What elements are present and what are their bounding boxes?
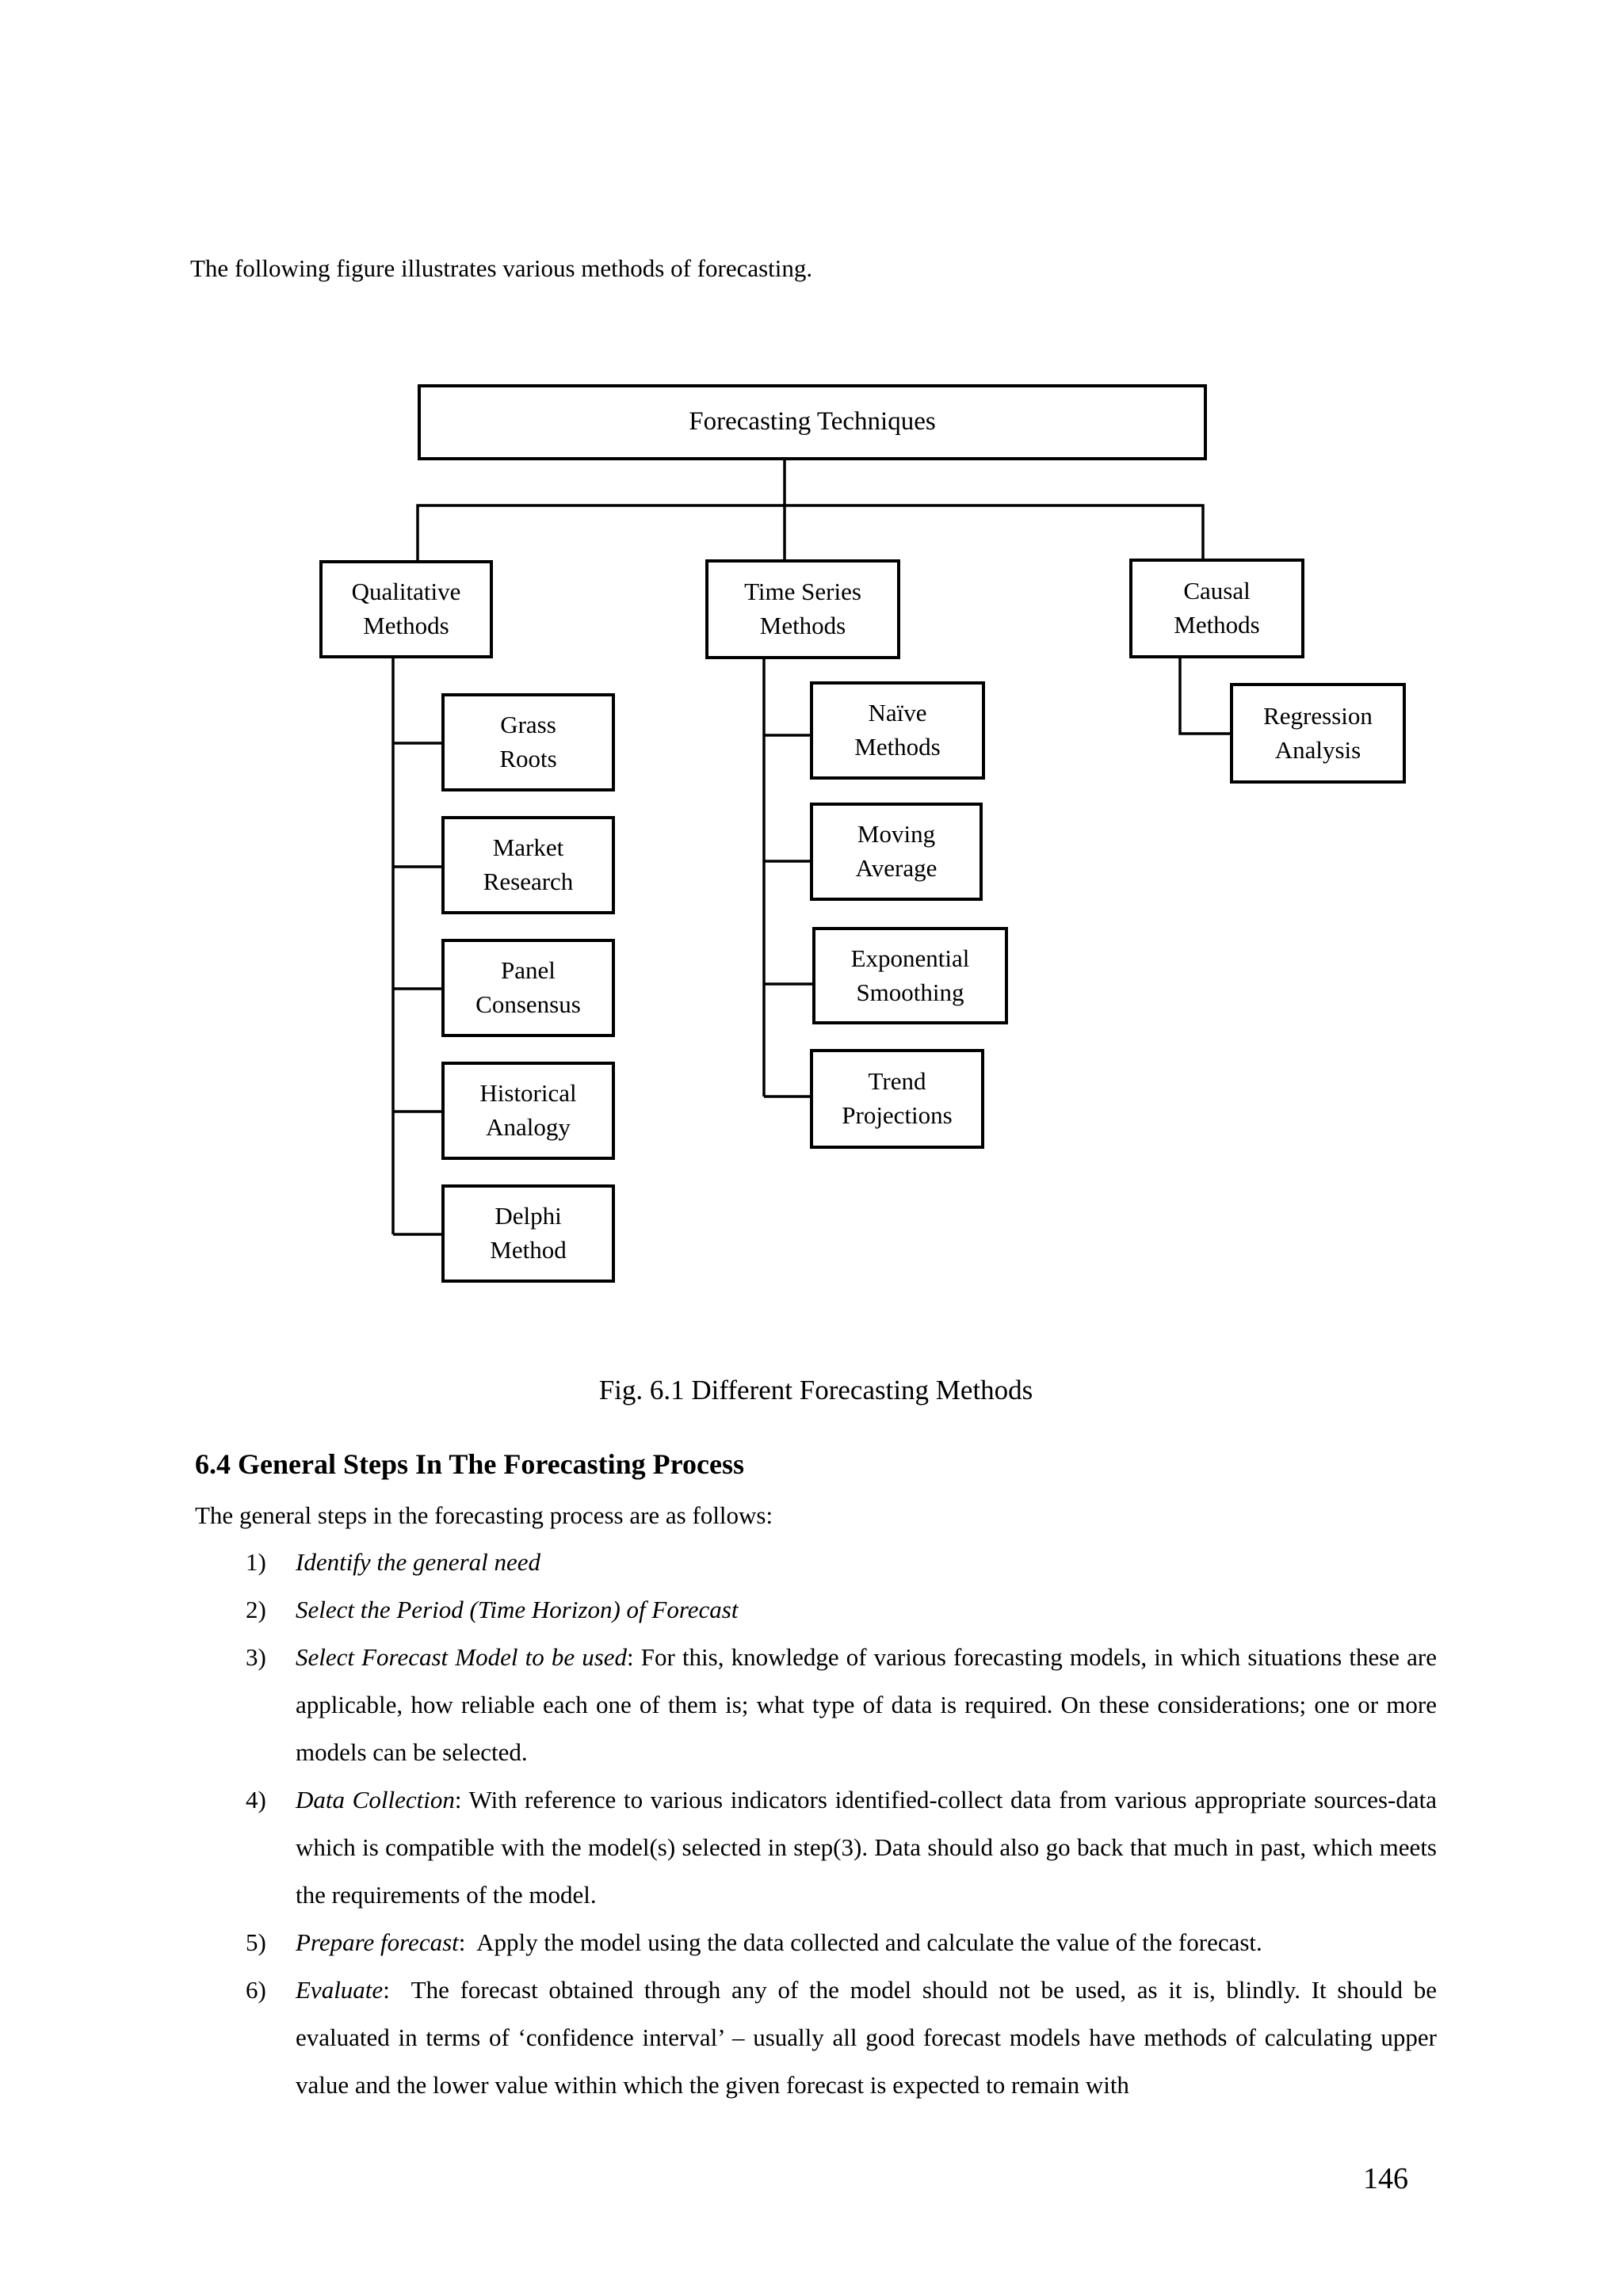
list-item: 3) Select Forecast Model to be used: For… (246, 1634, 1437, 1776)
diagram-box-label: Regression Analysis (1263, 701, 1373, 764)
list-item-number: 4) (246, 1786, 266, 1814)
diagram-box-label: Qualitative Methods (351, 578, 461, 639)
list-item: 5) Prepare forecast: Apply the model usi… (246, 1919, 1437, 1966)
diagram-box-label: Forecasting Techniques (689, 407, 936, 437)
diagram-box-grass-roots: Grass Roots (441, 693, 615, 791)
diagram-box-delphi-method: Delphi Method (441, 1184, 615, 1283)
list-item-lead-italic: Select the Period (Time Horizon) of Fore… (296, 1596, 739, 1623)
diagram-box-moving-average: Moving Average (810, 803, 983, 901)
list-item-number: 3) (246, 1643, 266, 1671)
list-item-text: : For this, knowledge of various forecas… (296, 1643, 1449, 1766)
list-item-lead-italic: Data Collection (296, 1786, 455, 1814)
list-item-text: : With reference to various indicators i… (296, 1786, 1443, 1909)
diagram-box-panel-consensus: Panel Consensus (441, 939, 615, 1037)
diagram-box-label: Historical Analogy (479, 1079, 577, 1141)
diagram-box-label: Naïve Methods (854, 699, 941, 761)
list-item-lead-italic: Select Forecast Model to be used (296, 1643, 628, 1671)
diagram-box-causal-methods: Causal Methods (1129, 559, 1304, 658)
diagram-box-label: Grass Roots (499, 711, 557, 772)
diagram-box-time-series-methods: Time Series Methods (705, 559, 900, 659)
figure-caption: Fig. 6.1 Different Forecasting Methods (598, 1375, 1033, 1405)
list-item-text: : Apply the model using the data collect… (458, 1928, 1262, 1956)
diagram-box-exponential-smoothing: Exponential Smoothing (812, 927, 1008, 1024)
diagram-box-label: Market Research (483, 833, 574, 895)
diagram-box-market-research: Market Research (441, 816, 615, 914)
list-item-lead-italic: Evaluate (296, 1976, 384, 2004)
diagram-box-label: Exponential Smoothing (850, 944, 970, 1006)
diagram-box-label: Trend Projections (842, 1067, 953, 1129)
list-item: 4) Data Collection: With reference to va… (246, 1776, 1437, 1919)
list-item: 6) Evaluate: The forecast obtained throu… (246, 1966, 1437, 2109)
list-item-text: : The forecast obtained through any of t… (296, 1976, 1443, 2099)
diagram-box-label: Delphi Method (490, 1202, 567, 1264)
diagram-box-label: Panel Consensus (475, 956, 581, 1018)
diagram-box-naive-methods: Naïve Methods (810, 681, 985, 780)
diagram-box-historical-analogy: Historical Analogy (441, 1062, 615, 1160)
list-item: 1) Identify the general need (246, 1539, 1437, 1586)
diagram-box-label: Time Series Methods (744, 578, 861, 639)
diagram-box-forecasting-techniques: Forecasting Techniques (418, 384, 1207, 460)
diagram-box-trend-projections: Trend Projections (810, 1049, 984, 1149)
list-item-number: 1) (246, 1548, 266, 1576)
diagram-box-label: Causal Methods (1174, 577, 1260, 639)
connector-line (416, 504, 1205, 563)
intro-paragraph: The following figure illustrates various… (190, 254, 813, 282)
list-item-number: 5) (246, 1928, 266, 1956)
steps-list: 1) Identify the general need 2) Select t… (246, 1539, 1437, 2109)
list-item-number: 2) (246, 1596, 266, 1623)
list-item: 2) Select the Period (Time Horizon) of F… (246, 1586, 1437, 1634)
connector-line (1178, 657, 1244, 735)
page-number: 146 (1363, 2162, 1408, 2195)
diagram-box-regression-analysis: Regression Analysis (1230, 683, 1406, 784)
section-heading: 6.4 General Steps In The Forecasting Pro… (195, 1448, 744, 1480)
list-item-lead-italic: Identify the general need (296, 1548, 541, 1576)
list-item-number: 6) (246, 1976, 266, 2004)
diagram-box-qualitative-methods: Qualitative Methods (319, 560, 493, 658)
steps-lead-paragraph: The general steps in the forecasting pro… (195, 1501, 773, 1529)
list-item-lead-italic: Prepare forecast (296, 1928, 459, 1956)
diagram-box-label: Moving Average (855, 820, 938, 882)
